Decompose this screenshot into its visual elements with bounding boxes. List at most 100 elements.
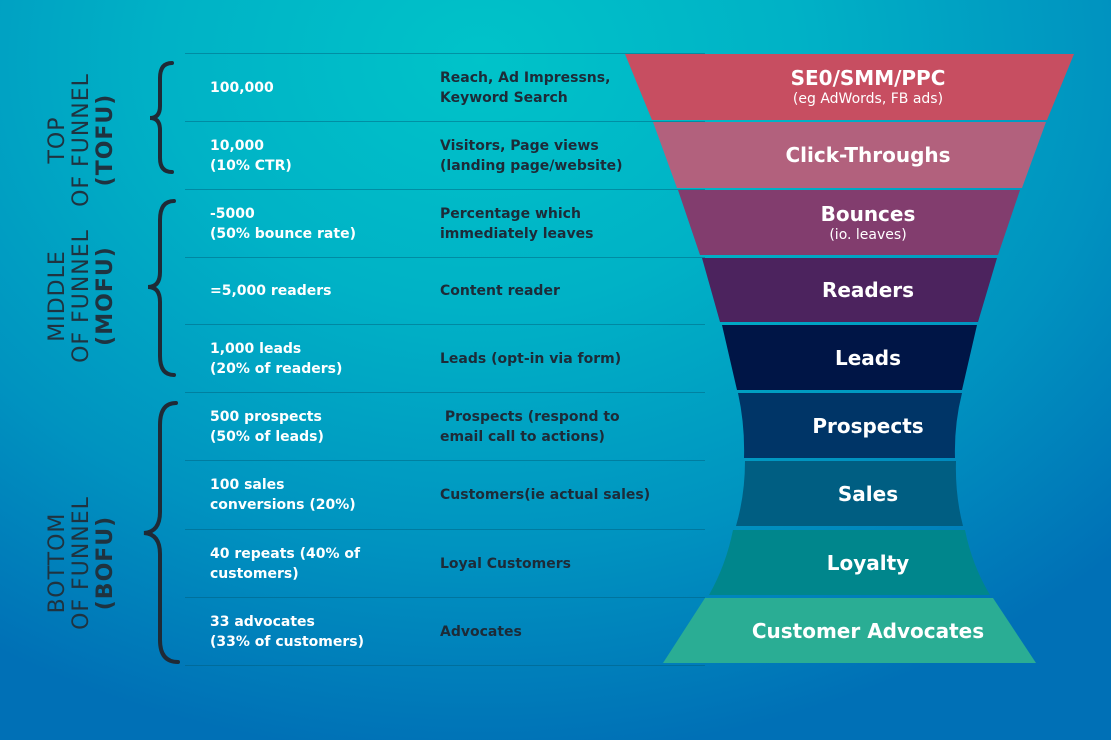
funnel-row: -5000 (50% bounce rate) Percentage which im…	[185, 189, 705, 257]
mofu-label: MIDDLE OF FUNNEL (MOFU)	[45, 206, 118, 386]
stage-title: Prospects	[812, 413, 924, 438]
mofu-brace	[147, 199, 176, 377]
stage-title: Click-Throughs	[785, 143, 951, 167]
row-description: Visitors, Page views (landing page/websit…	[440, 122, 623, 190]
row-description: Customers(ie actual sales)	[440, 461, 650, 528]
funnel-row: 40 repeats (40% of customers) Loyal Custom…	[185, 529, 705, 597]
description-line: Reach, Ad Impressns,	[440, 70, 611, 86]
description-line: immediately leaves	[440, 225, 594, 242]
stage-label: Bounces(io. leaves)	[700, 190, 1036, 255]
funnel-segment-bounces	[678, 190, 1020, 255]
count-line: 40 repeats (40% of	[210, 545, 361, 562]
funnel-row: 100 sales conversions (20%) Customers(ie a…	[185, 460, 705, 528]
section-line: OF FUNNEL	[69, 496, 94, 630]
stage-label: Click-Throughs	[700, 122, 1036, 188]
count-line: 1,000 leads	[210, 340, 302, 357]
row-description: Loyal Customers	[440, 530, 571, 597]
section-abbr: (MOFU)	[93, 246, 118, 346]
funnel-segment-sales	[736, 461, 963, 526]
row-count: -5000 (50% bounce rate)	[210, 190, 356, 257]
section-line: TOP	[45, 116, 70, 164]
stage-subtitle: (io. leaves)	[829, 226, 907, 243]
count-line: (33% of customers)	[210, 633, 364, 650]
count-line: 10,000	[210, 138, 265, 154]
tofu-brace	[149, 61, 174, 174]
count-line: (50% of leads)	[210, 428, 324, 445]
row-count: 100 sales conversions (20%)	[210, 461, 356, 528]
count-line: =5,000 readers	[210, 283, 332, 299]
description-line: Percentage which	[440, 205, 581, 222]
row-count: 1,000 leads (20% of readers)	[210, 325, 342, 392]
count-line: (20% of readers)	[210, 360, 343, 377]
row-count: 10,000 (10% CTR)	[210, 122, 292, 190]
funnel-segment-leads	[722, 325, 977, 390]
stage-title: Readers	[821, 278, 915, 302]
stage-title: SE0/SMM/PPC	[790, 66, 946, 90]
funnel-segment-se0-smm-ppc	[625, 54, 1074, 120]
section-abbr: (BOFU)	[93, 515, 118, 611]
stage-label: Sales	[700, 461, 1036, 526]
bofu-brace	[143, 401, 180, 664]
stage-label: Prospects	[700, 393, 1036, 458]
funnel-row: =5,000 readers Content reader	[185, 257, 705, 324]
section-line: OF FUNNEL	[69, 229, 94, 363]
funnel-segment-prospects	[738, 393, 962, 458]
count-line: conversions (20%)	[210, 496, 356, 513]
row-description: Content reader	[440, 258, 560, 324]
row-description: Percentage which immediately leaves	[440, 190, 593, 257]
funnel-segment-loyalty	[709, 530, 990, 595]
stage-label: Customer Advocates	[700, 598, 1036, 663]
funnel-row: 500 prospects (50% of leads) Prospects (r…	[185, 392, 705, 460]
row-count: 100,000	[210, 54, 274, 122]
description-line: Loyal Customers	[440, 555, 571, 572]
tofu-label: TOP OF FUNNEL (TOFU)	[45, 60, 118, 220]
row-description: Leads (opt-in via form)	[440, 325, 621, 392]
stage-label: Loyalty	[700, 530, 1036, 595]
count-line: 33 advocates	[210, 613, 315, 630]
section-line: BOTTOM	[45, 512, 70, 614]
description-line: Keyword Search	[440, 90, 568, 106]
section-line: OF FUNNEL	[69, 73, 94, 207]
funnel-segment-readers	[702, 258, 997, 322]
stage-label: SE0/SMM/PPC(eg AdWords, FB ads)	[700, 54, 1036, 120]
funnel-row: 33 advocates (33% of customers) Advocates	[185, 597, 705, 666]
stage-title: Bounces	[820, 201, 916, 226]
row-count: 33 advocates (33% of customers)	[210, 598, 364, 665]
section-abbr: (TOFU)	[93, 93, 118, 187]
row-description: Prospects (respond to email call to actio…	[440, 393, 620, 460]
row-count: =5,000 readers	[210, 258, 332, 324]
row-count: 500 prospects (50% of leads)	[210, 393, 324, 460]
description-line: Prospects (respond to	[440, 408, 620, 425]
row-count: 40 repeats (40% of customers)	[210, 530, 360, 597]
bofu-label: BOTTOM OF FUNNEL (BOFU)	[45, 473, 118, 653]
count-line: 500 prospects	[210, 408, 322, 425]
description-line: Advocates	[440, 623, 522, 640]
description-line: Visitors, Page views	[440, 138, 599, 154]
stage-label: Leads	[700, 325, 1036, 390]
description-line: (landing page/website)	[440, 158, 623, 174]
description-line: Leads (opt-in via form)	[440, 350, 622, 367]
stage-title: Loyalty	[826, 550, 910, 575]
stage-subtitle: (eg AdWords, FB ads)	[792, 91, 944, 107]
funnel-segment-customer-advocates	[663, 598, 1036, 663]
description-line: email call to actions)	[440, 428, 605, 445]
count-line: (50% bounce rate)	[210, 225, 356, 242]
description-line: Content reader	[440, 283, 560, 299]
stage-title: Leads	[834, 345, 902, 370]
count-line: customers)	[210, 565, 299, 582]
funnel-row: 10,000 (10% CTR) Visitors, Page views (land…	[185, 121, 705, 190]
funnel-row: 100,000 Reach, Ad Impressns, Keyword Searc…	[185, 53, 705, 122]
row-description: Advocates	[440, 598, 522, 665]
stage-label: Readers	[700, 258, 1036, 322]
funnel-segment-click-throughs	[653, 122, 1046, 188]
funnel-row: 1,000 leads (20% of readers) Leads (opt-in…	[185, 324, 705, 392]
count-line: 100 sales	[210, 476, 285, 493]
stage-title: Customer Advocates	[751, 618, 985, 643]
section-line: MIDDLE	[45, 250, 70, 342]
stage-title: Sales	[837, 481, 899, 506]
count-line: -5000	[210, 205, 255, 222]
count-line: 100,000	[210, 80, 274, 96]
count-line: (10% CTR)	[210, 158, 292, 174]
